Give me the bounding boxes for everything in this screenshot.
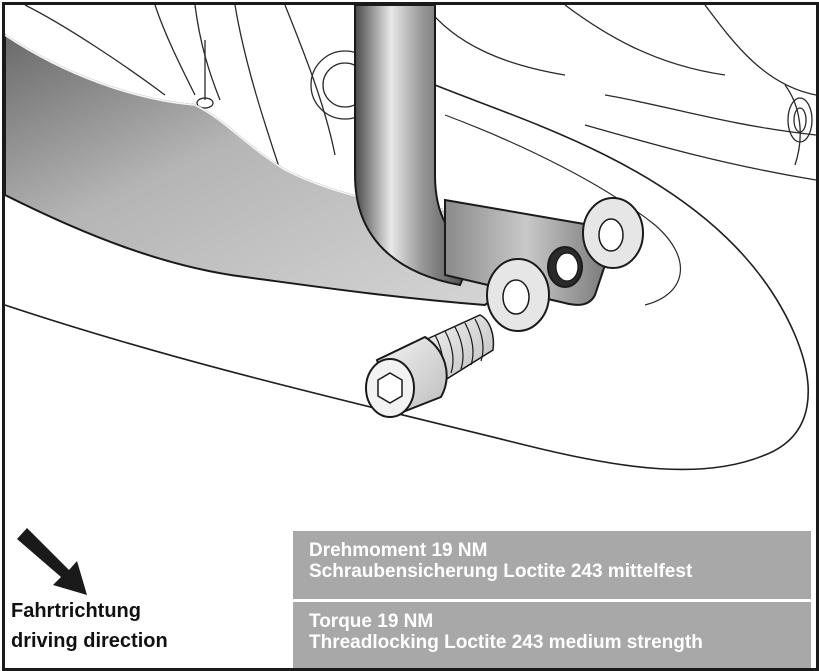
torque-de-line: Drehmoment 19 NM — [309, 540, 488, 561]
threadlock-en-line: Threadlocking Loctite 243 medium strengt… — [309, 632, 703, 653]
front-washer — [486, 258, 550, 332]
protection-tube — [354, 5, 477, 287]
torque-callout-german: Drehmoment 19 NM Schraubensicherung Loct… — [293, 531, 811, 599]
arrow-down-right-icon — [17, 528, 87, 595]
torque-callout-english: Torque 19 NM Threadlocking Loctite 243 m… — [293, 602, 811, 668]
assembly-illustration — [5, 5, 816, 595]
driving-direction-label: Fahrtrichtung driving direction — [11, 596, 168, 656]
cap-screw — [365, 314, 495, 418]
threadlock-de-line: Schraubensicherung Loctite 243 mittelfes… — [309, 561, 693, 582]
direction-de: Fahrtrichtung — [11, 600, 141, 622]
rear-washer — [582, 197, 644, 269]
fairing-inner-line — [444, 114, 682, 306]
fairing-outline — [5, 84, 810, 471]
torque-en-line: Torque 19 NM — [309, 611, 434, 632]
direction-en: driving direction — [11, 630, 168, 652]
